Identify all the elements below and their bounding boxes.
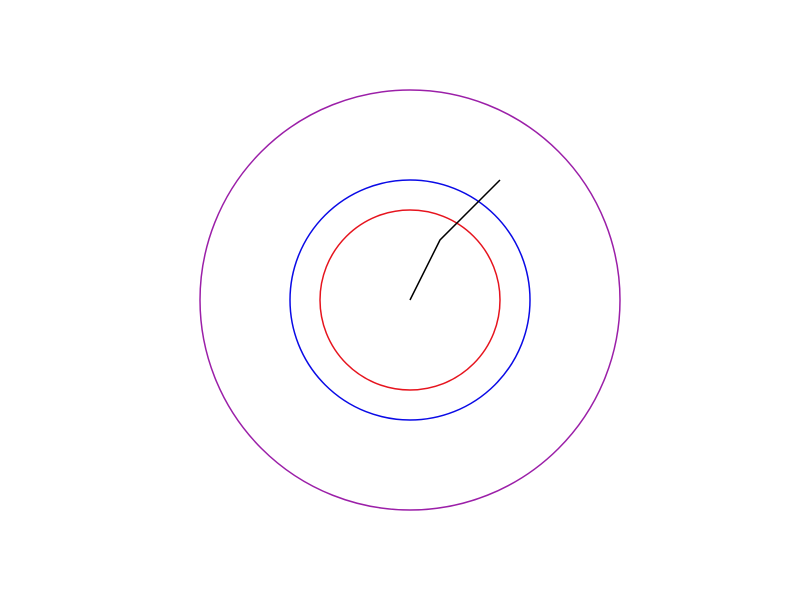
- black-polyline: [409, 179, 501, 301]
- middle-circle: [289, 179, 531, 421]
- outer-circle: [199, 89, 621, 511]
- inner-circle: [319, 209, 501, 391]
